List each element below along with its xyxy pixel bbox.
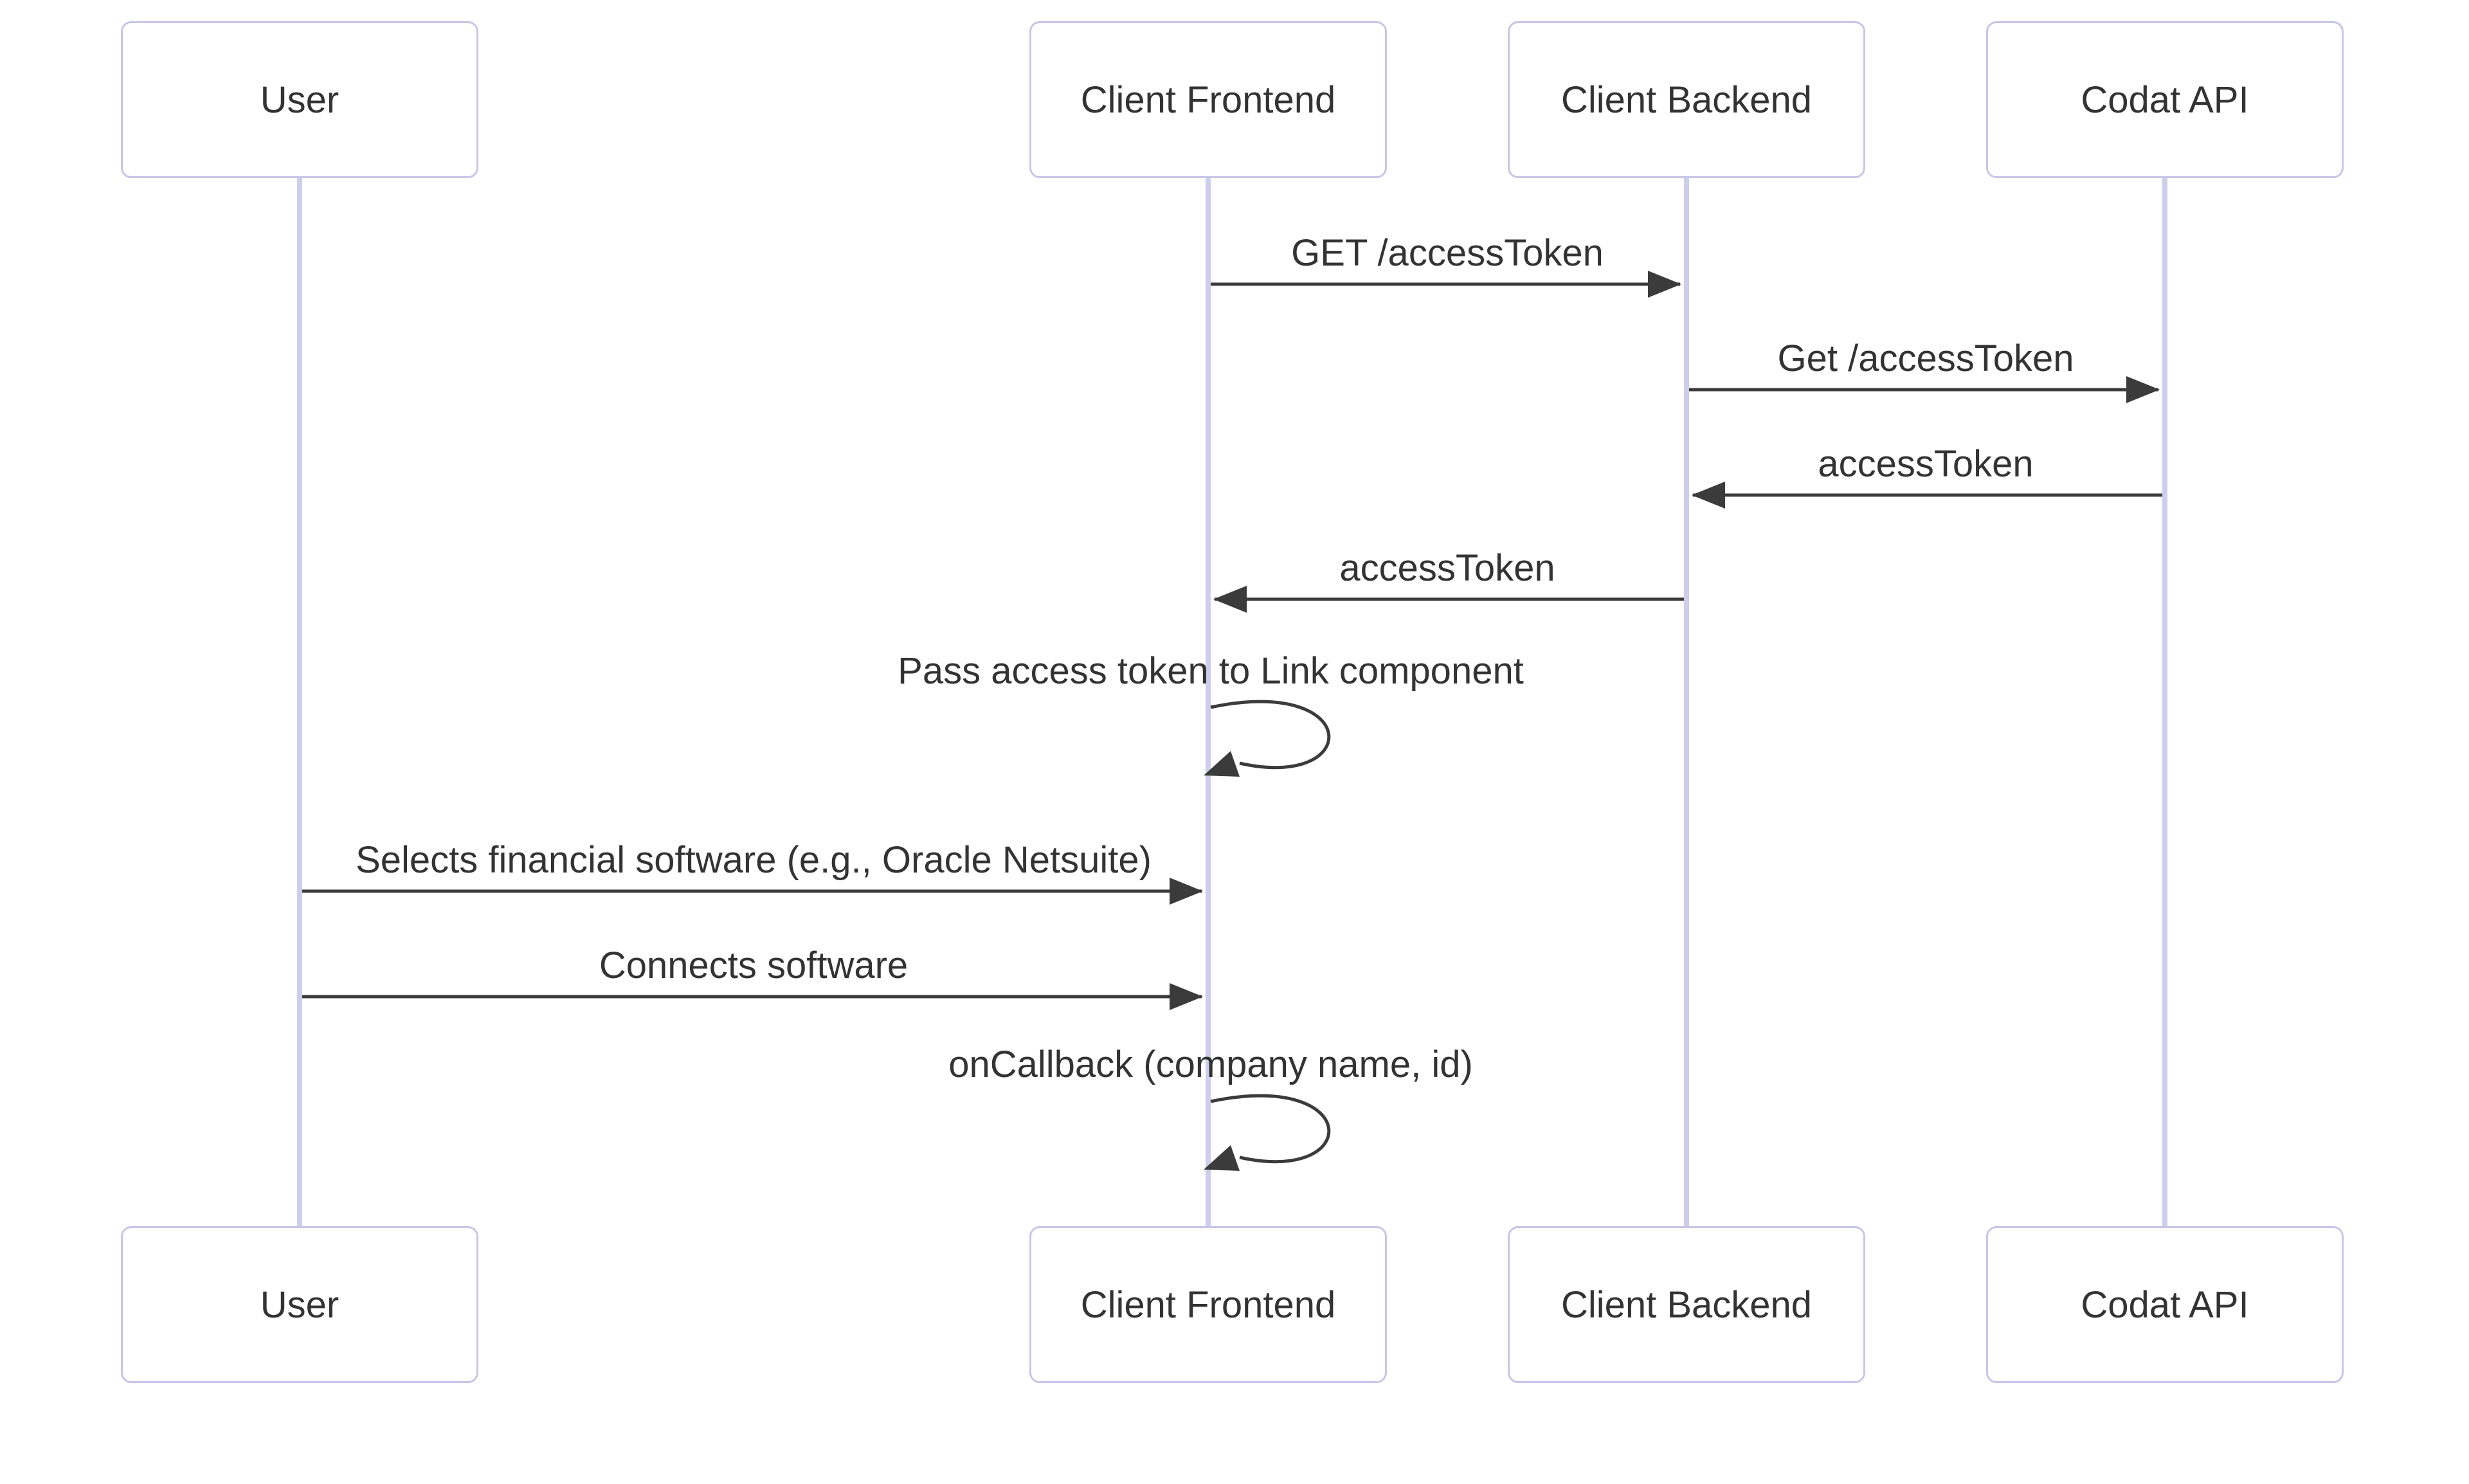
self-loop-pass-access-token-arrowhead [1204, 751, 1240, 777]
actor-box-client-backend-top: Client Backend [1508, 21, 1865, 178]
actor-label: Codat API [2081, 78, 2249, 121]
actor-box-user-bottom: User [121, 1226, 478, 1383]
actor-box-client-backend-bottom: Client Backend [1508, 1226, 1865, 1383]
actor-label: Codat API [2081, 1283, 2249, 1326]
message-label-connects-software: Connects software [599, 945, 909, 986]
message-label-get-accesstoken-api: Get /accessToken [1777, 338, 2074, 379]
message-label-accesstoken-return-1: accessToken [1818, 443, 2034, 485]
actor-label: User [260, 78, 339, 121]
message-label-accesstoken-return-2: accessToken [1339, 547, 1555, 589]
actor-label: Client Backend [1560, 1283, 1813, 1326]
message-label-pass-access-token: Pass access token to Link component [898, 650, 1524, 692]
actor-box-codat-api-top: Codat API [1986, 21, 2344, 178]
message-label-get-accesstoken: GET /accessToken [1291, 232, 1604, 274]
actor-box-client-frontend-top: Client Frontend [1029, 21, 1387, 178]
actor-box-user-top: User [121, 21, 478, 178]
self-loop-oncallback-arrowhead [1204, 1145, 1240, 1171]
self-loop-oncallback [1210, 1094, 1331, 1164]
message-label-oncallback: onCallback (company name, id) [948, 1044, 1473, 1085]
actor-box-client-frontend-bottom: Client Frontend [1029, 1226, 1387, 1383]
actor-label: Client Frontend [1080, 78, 1336, 121]
message-label-selects-software: Selects financial software (e.g., Oracle… [356, 839, 1152, 881]
actor-label: Client Backend [1560, 78, 1813, 121]
actor-label: Client Frontend [1080, 1283, 1336, 1326]
actor-box-codat-api-bottom: Codat API [1986, 1226, 2344, 1383]
actor-label: User [260, 1283, 339, 1326]
self-loop-pass-access-token [1210, 700, 1331, 770]
